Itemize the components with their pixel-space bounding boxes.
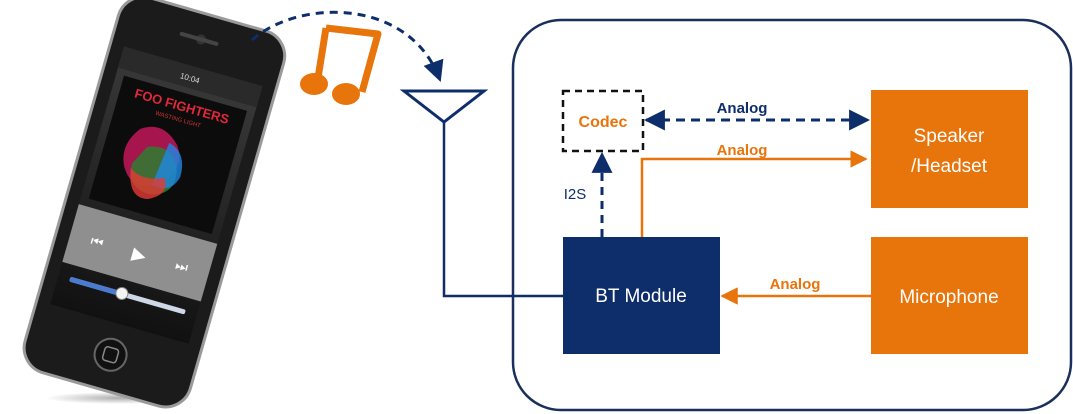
microphone-label: Microphone: [899, 287, 998, 308]
codec-label: Codec: [579, 114, 628, 131]
play-icon[interactable]: ▶: [130, 243, 149, 266]
fast-forward-icon[interactable]: ⏭: [174, 257, 191, 276]
phone-status-bar: [117, 46, 263, 108]
microphone-box: [871, 237, 1028, 354]
volume-knob[interactable]: [114, 286, 129, 301]
codec-speaker-link-label: Analog: [717, 100, 768, 117]
i2s-link-label: I2S: [564, 186, 587, 203]
bt-module-node: BT Module: [563, 237, 720, 354]
speaker-headset-node: Speaker /Headset: [871, 90, 1028, 208]
speaker-label-line1: Speaker: [914, 126, 985, 147]
bt-speaker-link-label: Analog: [717, 142, 768, 159]
album-artwork-figure: [123, 126, 183, 200]
home-button[interactable]: [91, 335, 131, 375]
antenna-feed-line: [442, 122, 563, 298]
smartphone: 10:04 FOO FIGHTERS WASTING LIGHT ⏮ ▶ ⏭: [22, 0, 287, 409]
bt-module-box: [563, 237, 720, 354]
rewind-icon[interactable]: ⏮: [89, 232, 106, 251]
volume-fill: [69, 277, 122, 296]
codec-box: [561, 89, 645, 153]
microphone-node: Microphone: [871, 237, 1028, 354]
phone-speaker-grille: [179, 31, 219, 46]
bt-module-label: BT Module: [595, 286, 687, 307]
speaker-label-line2: /Headset: [911, 156, 988, 177]
bt-speaker-link: [640, 150, 868, 237]
antenna-icon: [399, 89, 489, 124]
codec-node: Codec: [561, 89, 645, 153]
playback-controls: [62, 204, 218, 302]
speaker-headset-box: [871, 90, 1028, 208]
device-enclosure: [511, 18, 1073, 412]
music-note-icon: [300, 24, 382, 105]
home-button-square-icon: [101, 346, 120, 364]
mic-bt-link-label: Analog: [770, 276, 821, 293]
